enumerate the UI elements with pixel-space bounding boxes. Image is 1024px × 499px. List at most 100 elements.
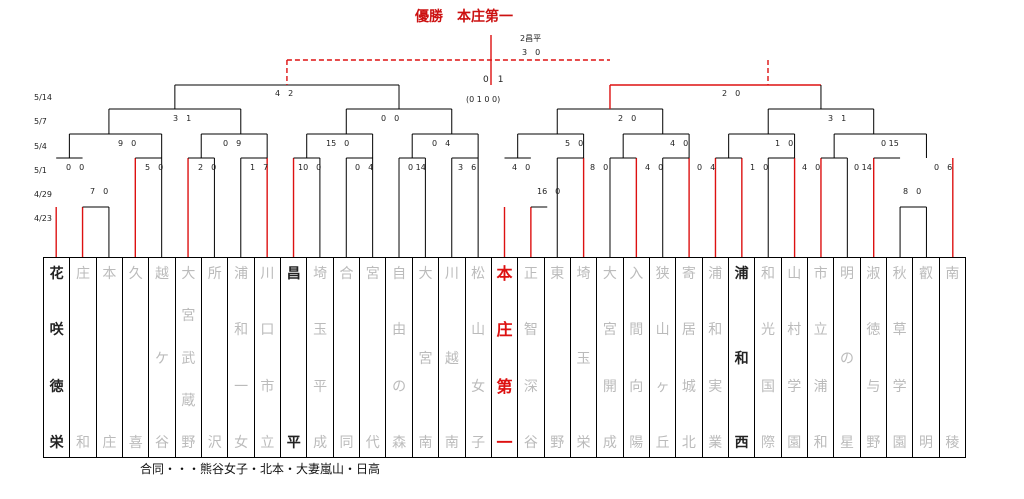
team-name-char: 一 (234, 378, 249, 395)
team-10: 埼玉平成 (307, 258, 334, 457)
team-name-char: 際 (760, 435, 775, 451)
team-name-char: 山 (787, 266, 802, 282)
team-name-char: 玉 (576, 350, 591, 367)
team-name-char: 山 (655, 322, 670, 339)
team-name-char: ケ (155, 350, 170, 367)
team-name-char: 草 (892, 322, 907, 339)
team-name-char: 成 (313, 435, 328, 451)
team-name-char: 由 (392, 322, 407, 339)
team-name-char: 本 (496, 264, 513, 283)
team-name-char: 大 (602, 266, 617, 282)
team-name-char: 花 (49, 266, 64, 282)
team-name-char: 玉 (313, 322, 328, 339)
score-label: 0 15 (881, 139, 899, 148)
team-26: 浦和西 (729, 258, 756, 457)
team-name-char: 松 (471, 266, 486, 282)
team-4: 越ケ谷 (149, 258, 176, 457)
team-name-char: 浦 (813, 378, 828, 395)
team-name-char: 庄 (102, 435, 117, 451)
team-name-char: 同 (339, 435, 354, 451)
round-date-label: 4/29 (34, 190, 52, 199)
team-name-char: 入 (629, 266, 644, 282)
team-34: 南稜 (940, 258, 965, 457)
team-5: 大宮武蔵野 (176, 258, 203, 457)
team-name-char: 南 (444, 435, 459, 451)
team-name-char: 喜 (128, 435, 143, 451)
team-name-char: 和 (734, 350, 749, 367)
team-29: 市立浦和 (808, 258, 835, 457)
score-label: 16 0 (537, 187, 560, 196)
joint-team-footnote: 合同・・・熊谷女子・北本・大妻嵐山・日高 (140, 462, 381, 476)
team-name-char: 宮 (418, 350, 433, 367)
team-name-char: 東 (550, 266, 565, 282)
team-name-char: の (392, 378, 407, 395)
score-label: 1 0 (750, 163, 768, 172)
team-name-char: 正 (523, 266, 538, 282)
team-name-char: 与 (866, 378, 881, 395)
team-name-char: 埼 (576, 266, 591, 282)
team-name-char: 栄 (49, 435, 64, 451)
team-name-char: 庄 (496, 320, 513, 340)
round-date-label: 5/7 (34, 117, 47, 126)
score-label: 8 0 (903, 187, 921, 196)
team-name-char: 第 (496, 376, 513, 396)
team-name-char: 業 (708, 435, 723, 451)
team-name-char: 学 (892, 378, 907, 395)
team-name-char: 智 (523, 322, 538, 339)
team-name-char: 狭 (655, 266, 670, 282)
team-name-char: 越 (444, 350, 459, 367)
team-name-char: 庄 (76, 266, 91, 282)
team-name-char: 叡 (919, 266, 934, 282)
team-name-char: 宮 (181, 308, 196, 325)
team-name-char: 川 (260, 266, 275, 282)
score-label: 3 1 (173, 114, 191, 123)
team-20: 埼玉栄 (571, 258, 598, 457)
team-name-char: 開 (602, 378, 617, 395)
team-11: 合同 (334, 258, 361, 457)
round-date-label: 5/14 (34, 93, 52, 102)
team-24: 寄居城北 (676, 258, 703, 457)
champion-title: 優勝 本庄第一 (415, 9, 513, 25)
score-label: 8 0 (590, 163, 608, 172)
team-name-char: 女 (471, 378, 486, 395)
team-name-char: 陽 (629, 435, 644, 451)
team-name-char: 宮 (602, 322, 617, 339)
team-name-char: 咲 (49, 322, 64, 339)
team-30: 明の星 (834, 258, 861, 457)
score-label: 0 14 (854, 163, 872, 172)
team-name-char: 大 (181, 266, 196, 282)
team-name-char: 野 (181, 435, 196, 451)
score-label: 5 0 (145, 163, 163, 172)
team-name-char: 浦 (708, 266, 723, 282)
team-name-char: 野 (550, 435, 565, 451)
team-name-char: 和 (708, 322, 723, 339)
team-name-char: 谷 (155, 435, 170, 451)
score-label: 3 1 (828, 114, 846, 123)
score-label: 3 6 (458, 163, 476, 172)
team-name-char: 川 (444, 266, 459, 282)
team-32: 秋草学園 (887, 258, 914, 457)
score-label: 0 0 (66, 163, 84, 172)
team-name-char: 昌 (286, 266, 301, 282)
score-label: 4 0 (512, 163, 530, 172)
team-name-char: 立 (813, 322, 828, 339)
team-name-char: 沢 (207, 435, 222, 451)
team-name-char: 丘 (655, 435, 670, 451)
team-name-char: 園 (892, 435, 907, 451)
team-6: 所沢 (202, 258, 229, 457)
team-name-char: 合 (339, 266, 354, 282)
round-date-label: 4/23 (34, 214, 52, 223)
team-name-char: 大 (418, 266, 433, 282)
score-label: 7 0 (90, 187, 108, 196)
team-name-char: 稜 (945, 435, 960, 451)
team-25: 浦和実業 (703, 258, 729, 457)
team-name-char: 子 (471, 435, 486, 451)
team-21: 大宮開成 (597, 258, 624, 457)
team-name-char: 向 (629, 378, 644, 395)
team-name-char: の (839, 350, 854, 367)
score-label: 2 0 (198, 163, 216, 172)
score-label: 4 0 (802, 163, 820, 172)
team-name-char: 本 (102, 266, 117, 282)
round-date-label: 5/1 (34, 166, 47, 175)
